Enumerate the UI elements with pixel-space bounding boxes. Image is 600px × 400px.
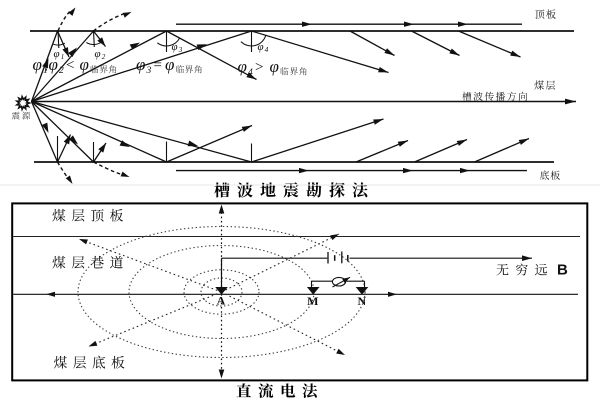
svg-text:φ: φ (258, 41, 264, 53)
svg-text:φ: φ (95, 48, 101, 60)
svg-text:B: B (557, 262, 568, 279)
svg-text:φ: φ (80, 55, 89, 74)
svg-text:φ: φ (54, 48, 60, 60)
svg-text:1: 1 (43, 66, 48, 76)
svg-text:<: < (66, 58, 74, 74)
svg-text:A: A (217, 294, 226, 308)
svg-text:M: M (307, 294, 318, 308)
svg-text:φ: φ (172, 41, 178, 53)
svg-text:φ: φ (270, 57, 279, 76)
svg-text:N: N (357, 294, 366, 308)
svg-text:2: 2 (59, 66, 64, 76)
svg-text:φ: φ (136, 55, 145, 74)
svg-text:=: = (154, 58, 162, 74)
svg-text:4: 4 (265, 46, 269, 54)
svg-text:3: 3 (146, 66, 152, 76)
svg-text:1: 1 (61, 53, 64, 61)
svg-text:φ: φ (165, 55, 174, 74)
svg-text:>: > (255, 60, 263, 76)
svg-text:φ: φ (238, 57, 247, 76)
svg-text:3: 3 (178, 46, 183, 54)
svg-text:4: 4 (248, 68, 253, 78)
svg-text:φ: φ (33, 55, 42, 74)
svg-text:2: 2 (102, 53, 106, 61)
svg-text:φ: φ (49, 55, 58, 74)
svg-text:,: , (45, 58, 48, 73)
